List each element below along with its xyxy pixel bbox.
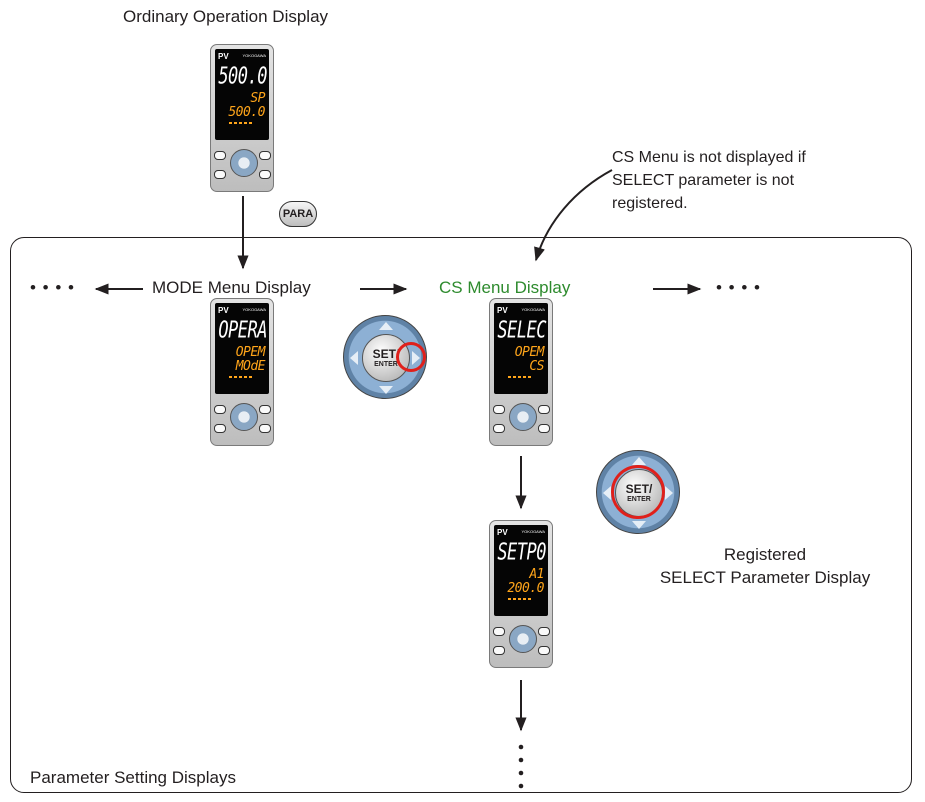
- keypad: [493, 402, 550, 440]
- display-line-3: CS: [529, 359, 544, 374]
- key-button: [493, 646, 505, 655]
- display-line-3: 500.0: [228, 105, 265, 120]
- bar-indicator: [508, 598, 532, 600]
- para-key-label: PARA: [282, 208, 314, 220]
- display-screen: PV YOKOGAWA SETP0 A1 200.0: [494, 525, 548, 616]
- brand-label: YOKOGAWA: [521, 529, 545, 534]
- up-arrow-icon: [632, 457, 646, 465]
- key-button: [214, 170, 226, 179]
- display-line-1: SETP0: [497, 539, 546, 566]
- display-line-2: OPEM: [514, 345, 545, 360]
- display-screen: PV YOKOGAWA 500.0 SP 500.0: [215, 49, 269, 140]
- set-enter-dial: [230, 403, 258, 431]
- enter-label: ENTER: [374, 360, 398, 368]
- key-button: [214, 424, 226, 433]
- keypad: [214, 148, 271, 186]
- display-line-1: OPERA: [218, 317, 267, 344]
- pv-label: PV: [497, 306, 508, 315]
- key-button: [214, 405, 226, 414]
- key-button: [538, 646, 550, 655]
- pv-label: PV: [218, 52, 229, 61]
- note-line: SELECT parameter is not: [612, 172, 795, 189]
- key-button: [259, 170, 271, 179]
- display-screen: PV YOKOGAWA OPERA OPEM MOdE: [215, 303, 269, 394]
- display-line-2: OPEM: [235, 345, 266, 360]
- keypad: [493, 624, 550, 662]
- key-button: [493, 424, 505, 433]
- ellipsis-left: • • • •: [30, 278, 75, 297]
- down-arrow-icon: [379, 386, 393, 394]
- key-button: [538, 627, 550, 636]
- continue-dot: [518, 770, 524, 776]
- highlight-ring-right: [396, 342, 426, 372]
- para-key: PARA: [279, 201, 317, 227]
- controller-ordinary: PV YOKOGAWA 500.0 SP 500.0: [210, 44, 274, 192]
- key-button: [493, 405, 505, 414]
- right-arrow-icon: [665, 486, 673, 500]
- down-arrow-icon: [632, 521, 646, 529]
- display-screen: PV YOKOGAWA SELEC OPEM CS: [494, 303, 548, 394]
- key-button: [259, 405, 271, 414]
- registered-line: Registered: [723, 545, 807, 564]
- up-arrow-icon: [379, 322, 393, 330]
- brand-label: YOKOGAWA: [242, 53, 266, 58]
- keypad: [214, 402, 271, 440]
- controller-select-parameter: PV YOKOGAWA SETP0 A1 200.0: [489, 520, 553, 668]
- pv-label: PV: [497, 528, 508, 537]
- bar-indicator: [229, 122, 253, 124]
- continue-dot: [518, 783, 524, 789]
- parameter-setting-frame: [10, 237, 912, 793]
- registered-label: Registered SELECT Parameter Display: [650, 543, 880, 589]
- continue-dot: [518, 744, 524, 750]
- ellipsis-right: • • • •: [716, 278, 761, 297]
- set-enter-dial: [230, 149, 258, 177]
- display-line-3: 200.0: [507, 581, 544, 596]
- frame-title: Parameter Setting Displays: [30, 768, 236, 787]
- display-line-1: SELEC: [497, 317, 546, 344]
- bar-indicator: [508, 376, 532, 378]
- pv-label: PV: [218, 306, 229, 315]
- set-enter-dial: [509, 625, 537, 653]
- arrow-note: [534, 169, 613, 262]
- left-arrow-icon: [603, 486, 611, 500]
- controller-mode-menu: PV YOKOGAWA OPERA OPEM MOdE: [210, 298, 274, 446]
- note-line: registered.: [612, 195, 688, 212]
- left-arrow-icon: [350, 351, 358, 365]
- display-line-2: A1: [529, 567, 544, 582]
- brand-label: YOKOGAWA: [242, 307, 266, 312]
- cs-menu-note: CS Menu is not displayed if SELECT param…: [612, 146, 806, 215]
- key-button: [259, 151, 271, 160]
- key-button: [538, 424, 550, 433]
- highlight-ring-center: [611, 465, 665, 519]
- display-line-1: 500.0: [218, 63, 267, 90]
- continue-dot: [518, 757, 524, 763]
- mode-menu-label: MODE Menu Display: [152, 278, 311, 297]
- key-button: [259, 424, 271, 433]
- ordinary-display-label: Ordinary Operation Display: [123, 7, 329, 26]
- key-button: [538, 405, 550, 414]
- set-label: SET/: [372, 346, 400, 361]
- key-button: [493, 627, 505, 636]
- display-line-3: MOdE: [235, 359, 266, 374]
- bar-indicator: [229, 376, 253, 378]
- registered-line: SELECT Parameter Display: [659, 568, 871, 587]
- note-line: CS Menu is not displayed if: [612, 149, 806, 166]
- set-enter-dial: [509, 403, 537, 431]
- controller-cs-menu: PV YOKOGAWA SELEC OPEM CS: [489, 298, 553, 446]
- display-line-2: SP: [250, 91, 265, 106]
- cs-menu-label: CS Menu Display: [439, 278, 571, 297]
- brand-label: YOKOGAWA: [521, 307, 545, 312]
- key-button: [214, 151, 226, 160]
